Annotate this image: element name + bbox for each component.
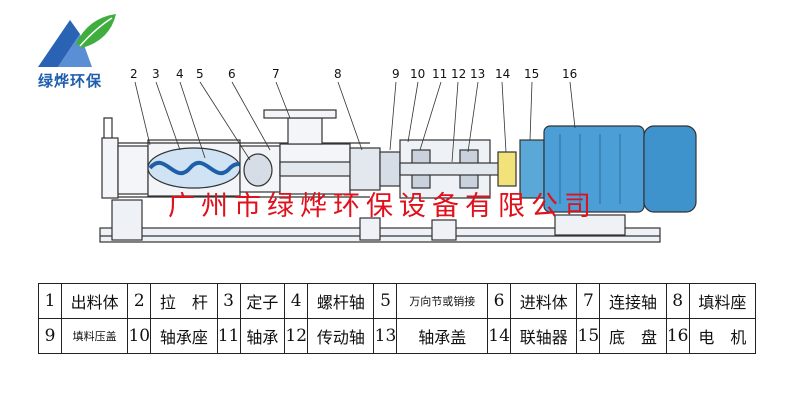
part-number: 9 xyxy=(38,318,62,354)
callout-12: 12 xyxy=(451,67,466,81)
part-name: 定子 xyxy=(239,283,286,319)
part-number: 2 xyxy=(127,283,152,319)
callout-9: 9 xyxy=(392,67,400,81)
part-name: 出料体 xyxy=(60,283,129,319)
part-name: 轴承 xyxy=(239,318,286,354)
callout-15: 15 xyxy=(524,67,539,81)
part-number: 1 xyxy=(38,283,62,319)
parts-table: 1 出料体 2 拉 杆 3 定子 4 螺杆轴 5 万向节或销接 6 进料体 7 … xyxy=(38,283,757,354)
callout-13: 13 xyxy=(470,67,485,81)
company-watermark: 广州市绿烨环保设备有限公司 xyxy=(168,191,597,222)
part-name: 传动轴 xyxy=(307,318,375,354)
callout-2: 2 xyxy=(130,67,138,81)
part-number: 13 xyxy=(373,318,398,354)
part-number: 12 xyxy=(284,318,309,354)
part-name: 联轴器 xyxy=(510,318,578,354)
part-name: 填料座 xyxy=(688,283,757,319)
part-name: 万向节或销接 xyxy=(396,283,489,319)
logo-mark-icon xyxy=(38,14,116,67)
table-row: 9 填料压盖 10 轴承座 11 轴承 12 传动轴 13 轴承盖 14 联轴器… xyxy=(38,318,757,354)
callout-8: 8 xyxy=(334,67,342,81)
part-number: 8 xyxy=(665,283,690,319)
part-name: 轴承盖 xyxy=(396,318,489,354)
part-number: 3 xyxy=(216,283,241,319)
callout-5: 5 xyxy=(196,67,204,81)
table-row: 1 出料体 2 拉 杆 3 定子 4 螺杆轴 5 万向节或销接 6 进料体 7 … xyxy=(38,283,757,319)
callout-4: 4 xyxy=(176,67,184,81)
part-name: 拉 杆 xyxy=(150,283,218,319)
callout-6: 6 xyxy=(228,67,236,81)
part-name: 螺杆轴 xyxy=(307,283,375,319)
callout-16: 16 xyxy=(562,67,577,81)
part-number: 7 xyxy=(576,283,601,319)
part-name: 轴承座 xyxy=(150,318,218,354)
callout-10: 10 xyxy=(410,67,425,81)
part-number: 16 xyxy=(665,318,690,354)
part-number: 5 xyxy=(373,283,398,319)
part-number: 4 xyxy=(284,283,309,319)
part-name: 进料体 xyxy=(510,283,578,319)
pump-diagram: 2 3 4 5 6 7 8 9 10 11 12 13 14 15 16 xyxy=(99,67,697,243)
callout-3: 3 xyxy=(152,67,160,81)
part-name: 填料压盖 xyxy=(60,318,129,354)
part-number: 14 xyxy=(487,318,512,354)
callout-7: 7 xyxy=(272,67,280,81)
part-number: 6 xyxy=(487,283,512,319)
company-logo: 绿烨环保 xyxy=(30,12,120,94)
logo-text: 绿烨环保 xyxy=(38,72,103,90)
part-name: 底 盘 xyxy=(599,318,667,354)
part-number: 11 xyxy=(216,318,241,354)
part-number: 10 xyxy=(127,318,152,354)
callout-14: 14 xyxy=(495,67,510,81)
callout-11: 11 xyxy=(432,67,447,81)
part-number: 15 xyxy=(576,318,601,354)
part-name: 连接轴 xyxy=(599,283,667,319)
part-name: 电 机 xyxy=(688,318,757,354)
